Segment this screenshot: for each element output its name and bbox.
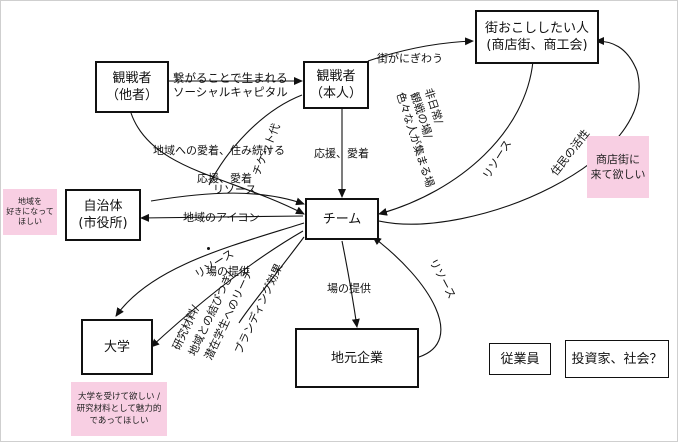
node-spectator-other-line1: 観戦者 <box>112 71 152 86</box>
label-regional-attachment: 地域への愛着、住み続ける <box>153 144 285 157</box>
node-university-label: 大学 <box>103 339 130 355</box>
node-municipality-line2: (市役所) <box>78 216 128 231</box>
sticky-shopping-street-wish-line2: 来て欲しい <box>590 168 646 181</box>
node-town-revitalizer: 街おこししたい人 (商店街、商工会) <box>475 10 599 64</box>
sticky-university-wish-line1: 大学を受けて欲しい / <box>77 392 161 402</box>
edge-team-to-muni <box>140 213 304 222</box>
label-social-capital-line1: 繋がることで生まれる <box>173 71 288 85</box>
node-spectator-other: 観戦者 （他者） <box>95 61 169 113</box>
label-resources-muni: リソース <box>213 183 257 196</box>
sticky-municipality-wish-line2: 好きになって <box>6 207 54 216</box>
edge-other-to-team <box>130 112 305 215</box>
node-employees-label: 従業員 <box>500 351 540 367</box>
sticky-shopping-street-wish: 商店街に 来て欲しい <box>587 136 649 198</box>
edge-junction-dot <box>207 247 210 250</box>
sticky-shopping-street-wish-line1: 商店街に <box>596 153 640 166</box>
edge-self-to-town <box>367 37 474 62</box>
node-team-label: チーム <box>322 211 362 227</box>
edge-self-to-muni <box>208 94 303 186</box>
node-local-company-label: 地元企業 <box>330 350 383 366</box>
node-employees: 従業員 <box>489 343 551 375</box>
node-team: チーム <box>305 198 379 240</box>
sticky-municipality-wish: 地域を 好きになって ほしい <box>3 189 57 235</box>
node-local-company: 地元企業 <box>295 328 419 388</box>
label-social-capital-line2: ソーシャルキャピタル <box>173 85 288 99</box>
node-spectator-other-line2: （他者） <box>105 88 158 103</box>
node-town-revitalizer-line2: (商店街、商工会) <box>486 38 588 53</box>
node-spectator-self-line1: 観戦者 <box>316 69 356 84</box>
sticky-university-wish-line2: 研究材料として魅力的 <box>76 404 162 414</box>
label-support-attachment-muni: 応援、愛着 <box>197 172 252 185</box>
node-municipality: 自治体 (市役所) <box>65 189 141 241</box>
edge-muni-to-team <box>150 192 305 206</box>
label-regional-icon: 地域のアイコン <box>183 211 260 224</box>
node-spectator-self-line2: （本人） <box>309 86 362 101</box>
sticky-municipality-wish-line3: ほしい <box>18 217 42 226</box>
node-town-revitalizer-line1: 街おこししたい人 <box>484 21 589 36</box>
edge-univ-link-b <box>238 236 305 324</box>
node-university: 大学 <box>81 319 153 375</box>
node-municipality-line1: 自治体 <box>83 199 123 214</box>
edge-team-to-town <box>378 37 640 225</box>
sticky-university-wish: 大学を受けて欲しい / 研究材料として魅力的 であってほしい <box>71 382 167 436</box>
label-town-lively: 街がにぎわう <box>377 52 443 65</box>
node-investors-label: 投資家、社会？ <box>571 351 663 367</box>
label-support-attachment-self: 応援、愛着 <box>314 147 369 160</box>
edge-univ-link-a <box>150 230 304 348</box>
sticky-university-wish-line3: であってほしい <box>89 416 149 426</box>
sticky-municipality-wish-line1: 地域を <box>18 197 42 206</box>
edge-company-to-team <box>372 236 442 358</box>
edge-team-to-company <box>341 240 360 328</box>
edge-team-to-univ <box>115 222 305 317</box>
node-spectator-self: 観戦者 （本人） <box>303 61 369 109</box>
label-place-provision-univ: 場の提供 <box>206 265 250 278</box>
edge-town-to-team <box>378 60 534 216</box>
label-social-capital: 繋がることで生まれる ソーシャルキャピタル <box>173 71 288 99</box>
label-place-provision-company: 場の提供 <box>327 282 371 295</box>
node-investors: 投資家、社会？ <box>565 340 669 378</box>
